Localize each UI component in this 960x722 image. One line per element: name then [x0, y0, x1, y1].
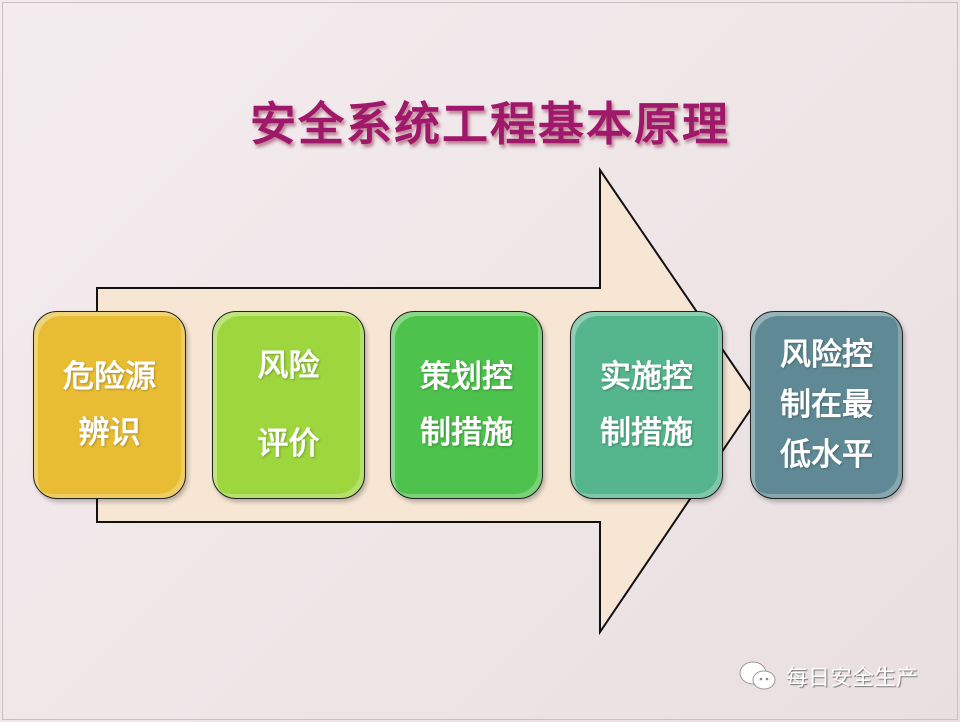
- step-text: 辨识: [78, 415, 141, 451]
- slide-title: 安全系统工程基本原理: [250, 97, 730, 151]
- step-risk-assessment: 风险 评价: [212, 311, 365, 499]
- step-text: 低水平: [780, 437, 873, 473]
- step-text: 实施控: [600, 359, 693, 395]
- step-minimize-risk: 风险控 制在最 低水平: [750, 311, 903, 499]
- step-text: 风险控: [780, 337, 873, 373]
- step-text: 危险源: [63, 359, 156, 395]
- watermark: 每日安全生产: [738, 660, 918, 692]
- step-text: 风险: [257, 348, 320, 384]
- step-text: 评价: [257, 426, 320, 462]
- step-hazard-identification: 危险源 辨识: [33, 311, 186, 499]
- step-implement-controls: 实施控 制措施: [570, 311, 723, 499]
- watermark-text: 每日安全生产: [786, 666, 919, 691]
- step-text: 制措施: [600, 415, 693, 451]
- wechat-icon: [739, 661, 776, 690]
- step-text: 制措施: [420, 415, 513, 451]
- step-plan-controls: 策划控 制措施: [390, 311, 543, 499]
- step-text: 制在最: [780, 387, 873, 423]
- step-text: 策划控: [420, 359, 513, 395]
